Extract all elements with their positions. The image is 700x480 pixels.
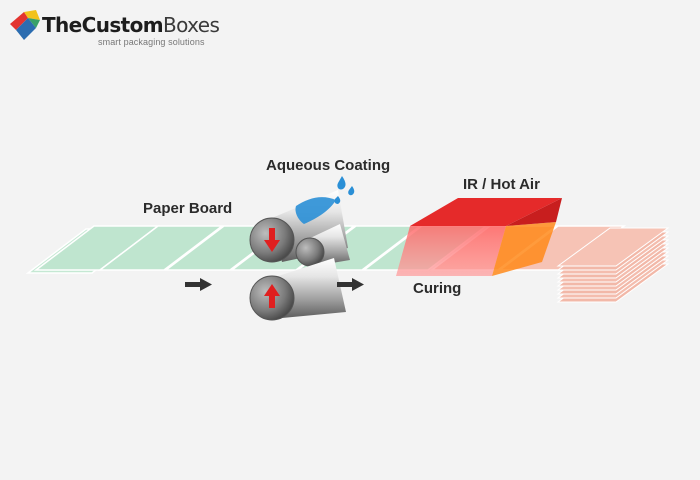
finished-sheet-stack <box>556 227 670 303</box>
arrow-right-icon <box>185 278 212 291</box>
curing-hood <box>396 198 562 276</box>
brand-tagline: smart packaging solutions <box>98 37 205 47</box>
arrow-right-icon <box>337 278 364 291</box>
hood-top-edge <box>506 198 562 226</box>
brand-name: TheCustomBoxes <box>42 13 220 37</box>
brand-logo: TheCustomBoxes smart packaging solutions <box>8 8 220 48</box>
label-aqueous-coating: Aqueous Coating <box>266 157 391 174</box>
arrow-down-icon <box>264 228 280 252</box>
brand-name-light: Boxes <box>163 13 220 37</box>
hood-top <box>410 198 562 226</box>
label-curing: Curing <box>413 280 462 297</box>
metering-roller <box>295 224 350 267</box>
brand-name-bold: TheCustom <box>42 13 164 37</box>
water-drop-icon <box>334 176 355 204</box>
label-ir-hot-air: IR / Hot Air <box>463 176 540 193</box>
arrow-up-icon <box>264 284 280 308</box>
hood-front <box>396 226 506 276</box>
hood-side <box>492 222 556 276</box>
label-paper-board: Paper Board <box>143 200 233 217</box>
paper-sheet <box>97 225 225 271</box>
logo-mark-icon <box>10 10 40 40</box>
